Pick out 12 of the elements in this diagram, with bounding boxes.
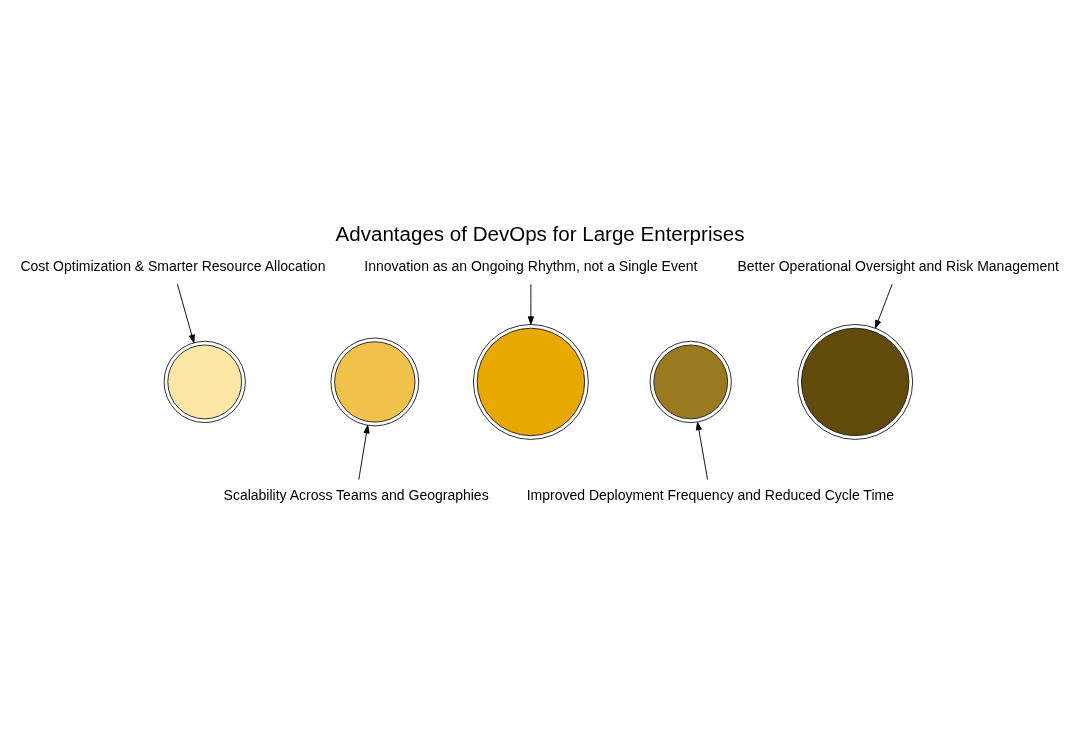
node-text: Innovation as an Ongoing Rhythm, not a Single Event <box>364 257 698 274</box>
node-text: Scalability Across Teams and Geographies <box>223 486 489 503</box>
arrow <box>176 283 195 344</box>
arrow <box>358 425 370 481</box>
node-text: Better Operational Oversight and Risk Management <box>737 257 1059 274</box>
arrow <box>695 421 708 480</box>
diagram-title: Advantages of DevOps for Large Enterprises <box>335 221 745 245</box>
node-text: Cost Optimization & Smarter Resource Allocation <box>20 257 326 274</box>
node-text: Improved Deployment Frequency and Reduced Cycle Time <box>526 486 894 503</box>
node-gear <box>330 337 420 427</box>
arrow <box>527 283 534 325</box>
arrow <box>874 283 893 329</box>
